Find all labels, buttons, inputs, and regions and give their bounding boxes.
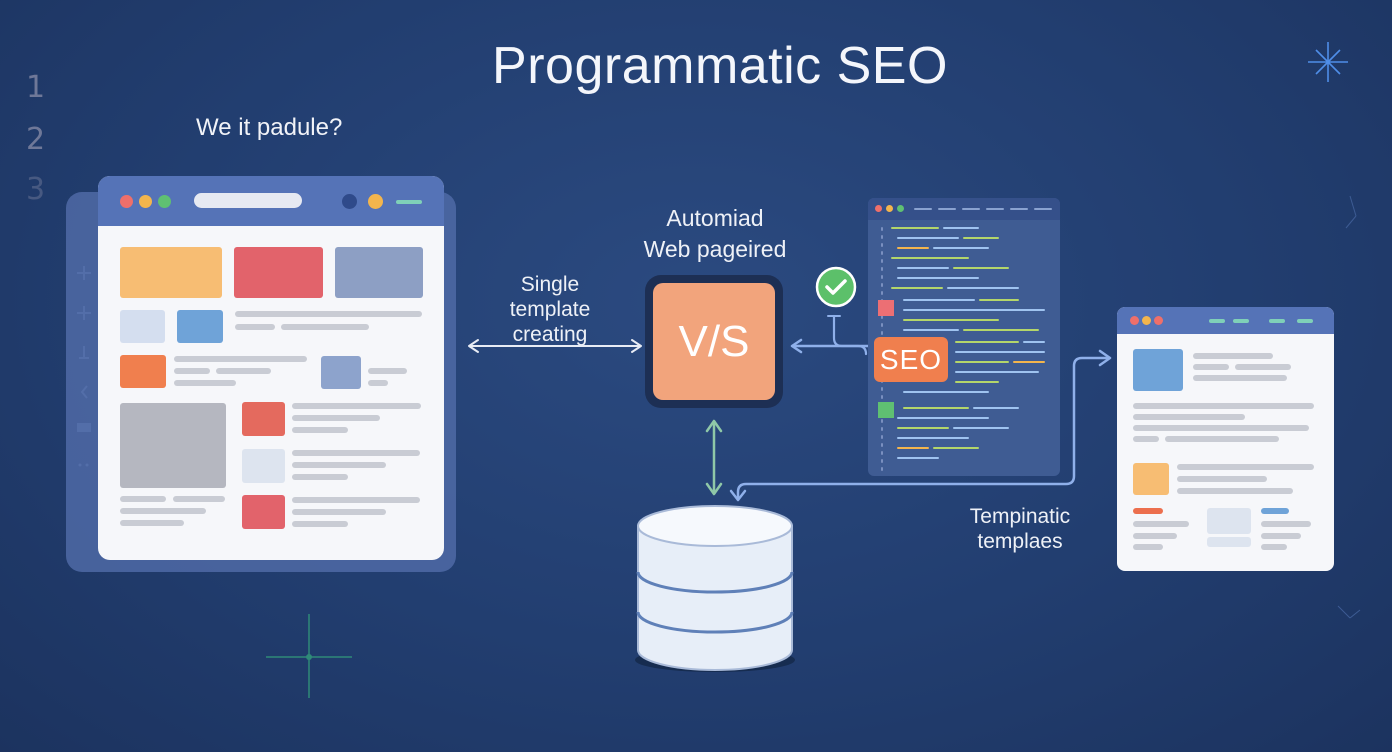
card [120,247,222,298]
code-editor-toolbar [868,198,1060,220]
profile-dot [342,194,357,209]
maximize-dot [158,195,171,208]
automated-label-line: Web pageired [643,236,787,262]
generated-page-window [1117,307,1334,571]
browser-toolbar [1117,307,1334,334]
card [234,247,323,298]
address-bar [194,193,302,208]
template-label-line: Single [520,273,580,296]
minimize-dot [139,195,152,208]
code-lines [878,227,1045,471]
template-browser-window [98,176,444,560]
browser-toolbar [98,176,444,226]
processor-box: V/S [653,283,775,400]
template-label-line: template [509,298,591,321]
step-number-2: 2 [26,122,46,157]
template-label: Single template creating [480,272,620,347]
templates-label-line: templaes [977,530,1063,553]
constellation-decoration [1337,195,1361,619]
subtitle: We it padule? [196,114,343,141]
database-icon [635,505,795,672]
sparkle-icon [1308,42,1348,82]
automated-label: Automiad Web pageired [620,203,810,265]
seo-badge: SEO [874,337,948,382]
templates-label: Tempinatic templaes [948,504,1092,554]
notification-dot [368,194,383,209]
step-number-3: 3 [26,172,46,207]
templates-label-line: Tempinatic [969,505,1071,528]
template-label-line: creating [512,323,588,346]
step-number-1: 1 [26,70,46,105]
close-dot [120,195,133,208]
card [335,247,423,298]
check-icon [815,266,857,308]
page-title: Programmatic SEO [492,37,948,95]
sparkle-icon [266,614,352,698]
automated-label-line: Automiad [666,205,764,231]
